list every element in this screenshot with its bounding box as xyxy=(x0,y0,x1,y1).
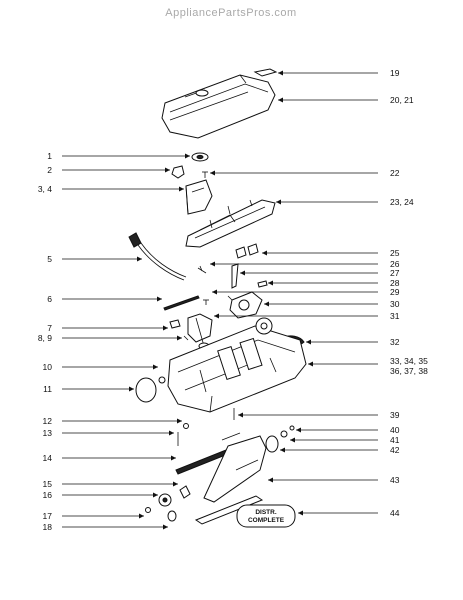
part-20-cover xyxy=(161,74,276,139)
callout-8-9: 8, 9 xyxy=(38,333,52,343)
callout-44: 44 xyxy=(390,508,400,518)
part-40-washer xyxy=(289,425,295,431)
callout-13: 13 xyxy=(43,428,53,438)
part-5-cord xyxy=(128,232,187,281)
callout-28: 28 xyxy=(390,278,400,288)
part-26-spring xyxy=(197,265,207,274)
callout-39: 39 xyxy=(390,410,400,420)
part-42-bearing xyxy=(265,435,279,453)
callout-15: 15 xyxy=(43,479,53,489)
callout-2: 2 xyxy=(47,165,52,175)
part-30-motor xyxy=(227,291,263,319)
part-6-shaft xyxy=(163,295,200,311)
part-31-fan-housing xyxy=(187,313,213,350)
callout-32: 32 xyxy=(390,337,400,347)
part-19-latch xyxy=(253,68,278,77)
callout-36-37-38: 36, 37, 38 xyxy=(390,366,428,376)
part-7-clip xyxy=(169,319,181,329)
callout-29: 29 xyxy=(390,287,400,297)
part-33-base-housing xyxy=(167,317,307,413)
part-43-brush-roll xyxy=(203,432,267,503)
part-2-bracket xyxy=(171,165,185,179)
part-11-wheel xyxy=(135,377,157,403)
part-22-screw xyxy=(202,171,208,178)
callout-6: 6 xyxy=(47,294,52,304)
part-1-grommet xyxy=(191,152,209,162)
part-28-pin xyxy=(257,280,268,288)
callout-1: 1 xyxy=(47,151,52,161)
callout-43: 43 xyxy=(390,475,400,485)
part-16-bearing xyxy=(158,493,172,507)
callout-7: 7 xyxy=(47,323,52,333)
callout-16: 16 xyxy=(43,490,53,500)
callout-30: 30 xyxy=(390,299,400,309)
part-18-cap xyxy=(167,510,177,522)
callout-18: 18 xyxy=(43,522,53,532)
callout-12: 12 xyxy=(43,416,53,426)
callout-10: 10 xyxy=(43,362,53,372)
callout-11: 11 xyxy=(43,384,52,394)
callout-42: 42 xyxy=(390,445,400,455)
callout-3-4: 3, 4 xyxy=(38,184,52,194)
callout-19: 19 xyxy=(390,68,400,78)
part-15-end-cap xyxy=(179,485,191,499)
part-25-brackets xyxy=(235,243,259,259)
callout-20-21: 20, 21 xyxy=(390,95,414,105)
callout-14: 14 xyxy=(43,453,53,463)
part-12-washer xyxy=(183,423,189,429)
part-27-rod xyxy=(231,263,239,289)
callout-23-24: 23, 24 xyxy=(390,197,414,207)
callout-41: 41 xyxy=(390,435,400,445)
part-10-washer xyxy=(158,376,166,384)
callout-5: 5 xyxy=(47,254,52,264)
complete-label: COMPLETE xyxy=(248,517,285,524)
watermark: AppliancePartsPros.com xyxy=(165,7,296,19)
callout-labels: 19 20, 21 1 2 22 3, 4 23, 24 25 5 26 27 … xyxy=(38,68,428,532)
callout-33-34-35: 33, 34, 35 xyxy=(390,356,428,366)
callout-17: 17 xyxy=(43,511,53,521)
callout-27: 27 xyxy=(390,268,400,278)
part-41-washer xyxy=(280,430,288,438)
part-23-hood xyxy=(185,199,276,248)
callout-25: 25 xyxy=(390,248,400,258)
part-17-screw xyxy=(145,507,151,513)
part-29-screw xyxy=(203,299,209,305)
callout-22: 22 xyxy=(390,168,400,178)
callout-31: 31 xyxy=(390,311,400,321)
callout-40: 40 xyxy=(390,425,400,435)
distr-label: DISTR. xyxy=(255,509,277,516)
part-44-distributor-box: DISTR. COMPLETE xyxy=(194,495,296,528)
callout-26: 26 xyxy=(390,259,400,269)
part-3-bracket-plate xyxy=(185,179,213,215)
part-8-screw xyxy=(183,335,189,341)
arrowheads xyxy=(129,70,313,530)
leader-lines xyxy=(62,72,378,528)
